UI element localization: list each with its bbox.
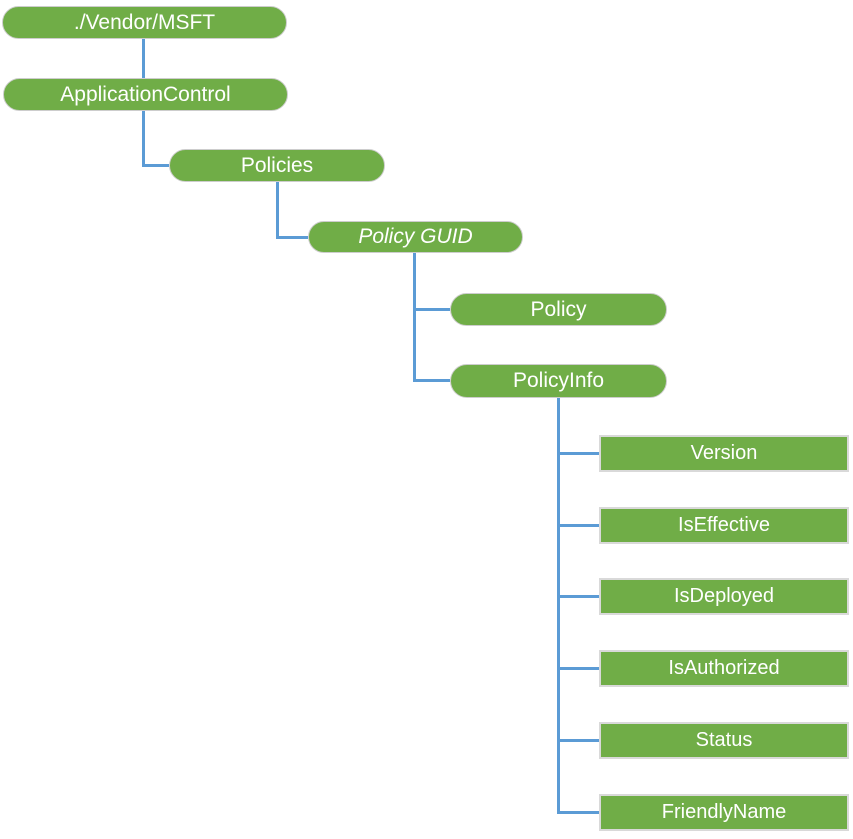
node-version: Version [599,435,849,472]
connector-appcontrol-elbow-vertical [142,111,145,167]
node-vendor-msft: ./Vendor/MSFT [2,6,287,39]
node-is-effective: IsEffective [599,507,849,544]
connector-branch-status [557,739,599,742]
node-policies: Policies [169,149,385,182]
connector-vendor-to-appcontrol [142,39,145,78]
connector-policies-elbow-horizontal [276,236,308,239]
connector-branch-isauthorized [557,667,599,670]
node-is-authorized: IsAuthorized [599,650,849,687]
connector-branch-iseffective [557,524,599,527]
node-is-deployed: IsDeployed [599,578,849,615]
connector-branch-policy [413,308,450,311]
connector-appcontrol-elbow-horizontal [142,164,169,167]
node-status: Status [599,722,849,759]
node-policy-info: PolicyInfo [450,364,667,398]
connector-policyguid-trunk [413,253,416,382]
connector-branch-isdeployed [557,595,599,598]
node-policy: Policy [450,293,667,326]
node-application-control: ApplicationControl [3,78,288,111]
node-friendly-name: FriendlyName [599,794,849,831]
connector-policyinfo-trunk [557,398,560,813]
node-policy-guid: Policy GUID [308,221,523,253]
connector-branch-friendlyname [557,811,599,814]
connector-branch-policyinfo [413,379,450,382]
connector-branch-version [557,452,599,455]
connector-policies-elbow-vertical [276,182,279,239]
